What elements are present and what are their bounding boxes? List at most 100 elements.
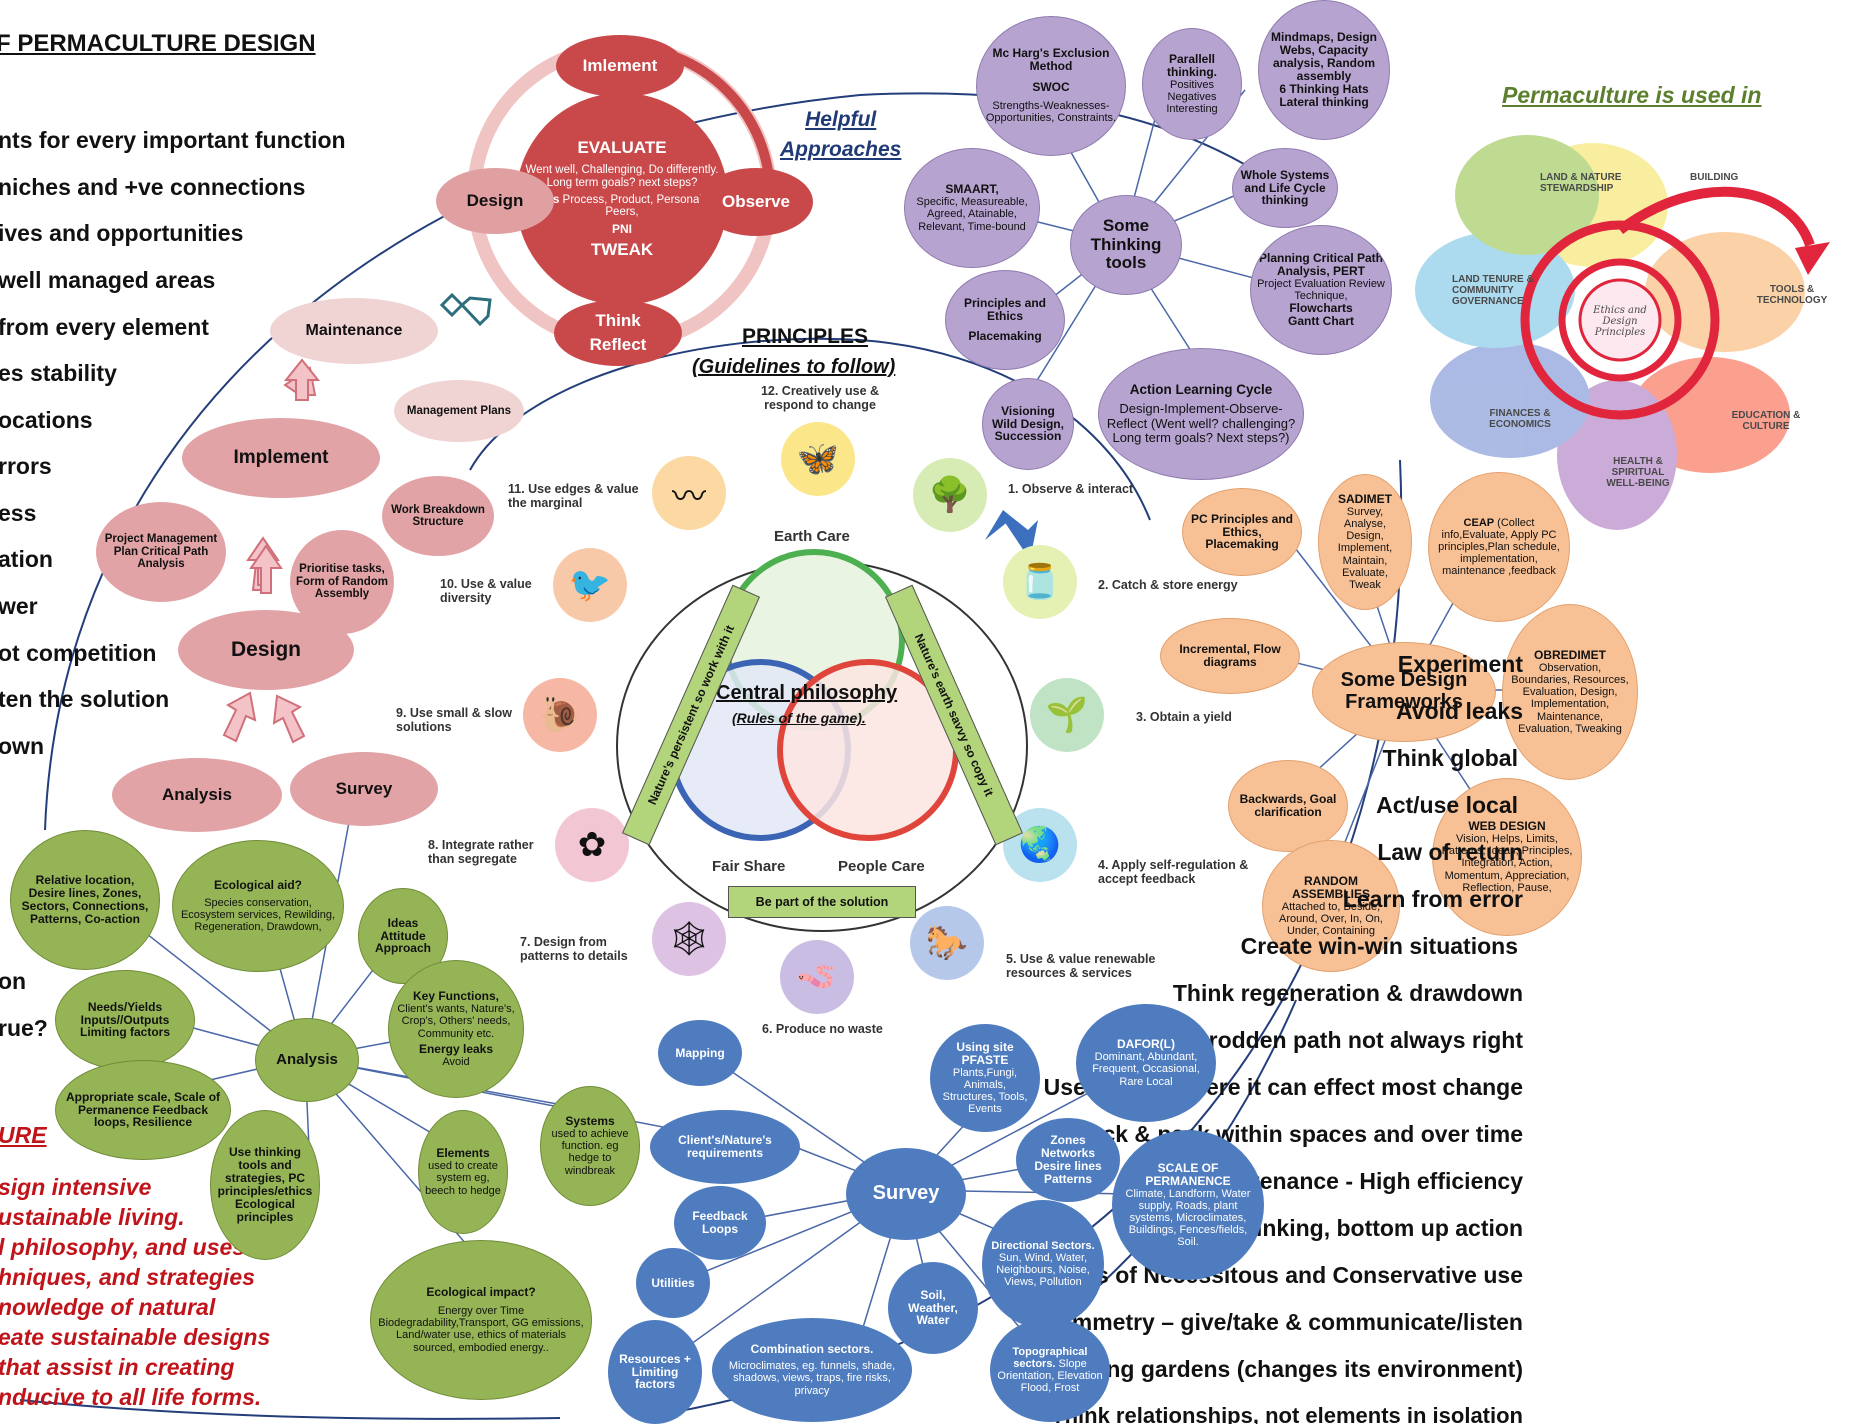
topographical-text: Slope Orientation, Elevation Flood, Fros… <box>997 1357 1103 1395</box>
list-item: Think global <box>1382 745 1518 771</box>
thinking-tools-analysis-node: Use thinking tools and strategies, PC pr… <box>210 1110 320 1260</box>
soil-weather-water-node: Soil, Weather, Water <box>888 1262 978 1354</box>
fair-share-label: Fair Share <box>712 858 786 875</box>
list-item: Avoid leaks <box>1396 698 1523 724</box>
definition-title: URE <box>0 1122 47 1148</box>
using-site-node: Using site PFASTE Plants,Fungi, Animals,… <box>930 1024 1040 1132</box>
principles-ethics-node: Principles and Ethics Placemaking <box>945 270 1065 370</box>
list-item: ess <box>0 500 37 526</box>
flower-icon: ✿ <box>555 808 629 882</box>
work-breakdown-node: Work Breakdown Structure <box>382 476 494 556</box>
principle-label: 1. Observe & interact <box>1008 482 1134 496</box>
list-item: Stack & pack within spaces and over time <box>1066 1121 1523 1147</box>
visioning-node: Visioning Wild Design, Succession <box>982 378 1074 470</box>
principles-heading: PRINCIPLES <box>742 325 869 348</box>
feedback-loops-node: Feedback Loops <box>674 1186 766 1260</box>
action-learning-node: Action Learning Cycle Design-Implement-O… <box>1098 348 1304 480</box>
cycle-implement: Imlement <box>556 35 684 97</box>
people-care-label: People Care <box>838 858 925 875</box>
list-item: well managed areas <box>0 267 216 293</box>
bottom-ethics-bar: Be part of the solution <box>728 886 916 918</box>
principle-label: 6. Produce no waste <box>762 1022 883 1036</box>
list-item: Act/use local <box>1376 792 1518 818</box>
definition-line: eate sustainable designs <box>0 1324 271 1350</box>
list-item: ation <box>0 546 53 572</box>
zones-node: Zones Networks Desire lines Patterns <box>1016 1118 1120 1202</box>
ethics-center-label: Ethics and Design Principles <box>1593 305 1647 338</box>
principle-label: 10. Use & value diversity <box>440 577 532 605</box>
list-item: ives and opportunities <box>0 220 244 246</box>
definition-line: l philosophy, and uses <box>0 1234 246 1260</box>
river-icon: 〰 <box>652 456 726 530</box>
scale-of-permanence-node: SCALE OF PERMANENCE Climate, Landform, W… <box>1112 1130 1264 1280</box>
principle-label: 5. Use & value renewable resources & ser… <box>1006 952 1156 980</box>
analysis-center: Analysis <box>255 1018 359 1102</box>
horse-icon: 🐎 <box>910 906 984 980</box>
snail-icon: 🐌 <box>523 678 597 752</box>
key-functions-node: Key Functions, Client's wants, Nature's,… <box>388 960 524 1098</box>
central-philosophy-subtitle: (Rules of the game). <box>732 710 866 726</box>
mcharg-node: Mc Harg's Exclusion Method SWOC Strength… <box>976 16 1126 156</box>
evaluate-text: Went well, Challenging, Do differently. … <box>525 164 719 189</box>
client-requirements-node: Client's/Nature's requirements <box>650 1110 800 1184</box>
central-philosophy-title: Central philosophy <box>716 682 898 704</box>
petal-label: LAND & NATURE STEWARDSHIP <box>1540 172 1622 194</box>
obredimet-node: OBREDIMET Observation, Boundaries, Resou… <box>1502 604 1638 780</box>
systems-node: Systems used to achieve function. eg hed… <box>540 1086 640 1206</box>
principle-label: 3. Obtain a yield <box>1136 710 1232 724</box>
topographical-sectors-node: Topographical sectors. Slope Orientation… <box>990 1318 1110 1422</box>
tree-icon: 🌳 <box>913 458 987 532</box>
list-item: Experiment <box>1397 651 1523 677</box>
used-in-title: Permaculture is used in <box>1502 82 1762 108</box>
list-item: Laws of Necessitous and Conservative use <box>1051 1262 1523 1288</box>
resources-node: Resources + Limiting factors <box>608 1320 702 1424</box>
list-item: Create win-win situations <box>1240 933 1518 959</box>
backwards-node: Backwards, Goal clarification <box>1228 760 1348 852</box>
petal-label: TOOLS & TECHNOLOGY <box>1756 284 1828 306</box>
combination-sectors-node: Combination sectors. Microclimates, eg. … <box>712 1318 912 1422</box>
directional-sectors-node: Directional Sectors. Sun, Wind, Water, N… <box>982 1200 1104 1328</box>
helpful-line: Helpful <box>805 108 877 131</box>
principle-label: 4. Apply self-regulation & accept feedba… <box>1098 858 1249 886</box>
project-management-node: Project Management Plan Critical Path An… <box>96 502 226 602</box>
list-item: Think regeneration & drawdown <box>1172 980 1523 1006</box>
principle-label: 9. Use small & slow solutions <box>396 706 513 734</box>
list-item: Law of return <box>1377 839 1523 865</box>
plant-icon: 🌱 <box>1030 678 1104 752</box>
petal-label: FINANCES & ECONOMICS <box>1489 408 1551 430</box>
helpful-line: Approaches <box>780 138 902 161</box>
principles-subheading: (Guidelines to follow) <box>692 356 896 378</box>
definition-block: URE sign intensive ustainable living. l … <box>0 1120 270 1412</box>
list-item: ot competition <box>0 640 157 666</box>
fourps-value: Process, Product, Personal, Peers, <box>559 193 706 218</box>
incremental-node: Incremental, Flow diagrams <box>1160 618 1300 694</box>
definition-line: that assist in creating <box>0 1354 235 1380</box>
survey-process-node: Survey <box>290 752 438 826</box>
needs-node: Needs/Yields Inputs//Outputs Limiting fa… <box>55 970 195 1070</box>
list-item: rrors <box>0 453 52 479</box>
smaart-node: SMAART, Specific, Measureable, Agreed, A… <box>904 148 1040 268</box>
list-item: on <box>0 968 27 994</box>
pni-label: PNI <box>611 221 632 236</box>
list-item: wer <box>0 593 38 619</box>
list-item: Symmetry – give/take & communicate/liste… <box>1043 1309 1523 1335</box>
prioritise-node: Prioritise tasks, Form of Random Assembl… <box>290 530 394 634</box>
topographical-label: Topographical sectors. <box>1012 1345 1088 1370</box>
definition-line: ustainable living. <box>0 1204 185 1230</box>
scale-node: Appropriate scale, Scale of Permanence F… <box>55 1060 231 1160</box>
cycle-design: Design <box>436 168 554 234</box>
petal-label: EDUCATION & CULTURE <box>1731 410 1801 432</box>
definition-line: nducive to all life forms. <box>0 1384 262 1410</box>
list-item: Learn from error <box>1342 886 1523 912</box>
principle-label: 8. Integrate rather than segregate <box>428 838 534 866</box>
mindmaps-node: Mindmaps, Design Webs, Capacity analysis… <box>1258 0 1390 140</box>
definition-line: sign intensive <box>0 1174 152 1200</box>
elements-node: Elements used to create system eg, beech… <box>418 1110 508 1234</box>
list-item: rue? <box>0 1015 48 1041</box>
worm-icon: 🪱 <box>780 940 854 1014</box>
maintenance-node: Maintenance <box>270 298 438 364</box>
list-item: from every element <box>0 314 209 340</box>
relative-location-node: Relative location, Desire lines, Zones, … <box>10 830 160 970</box>
random-assemblies-node: RANDOM ASSEMBLIES Attached to, Beside, A… <box>1262 840 1400 972</box>
